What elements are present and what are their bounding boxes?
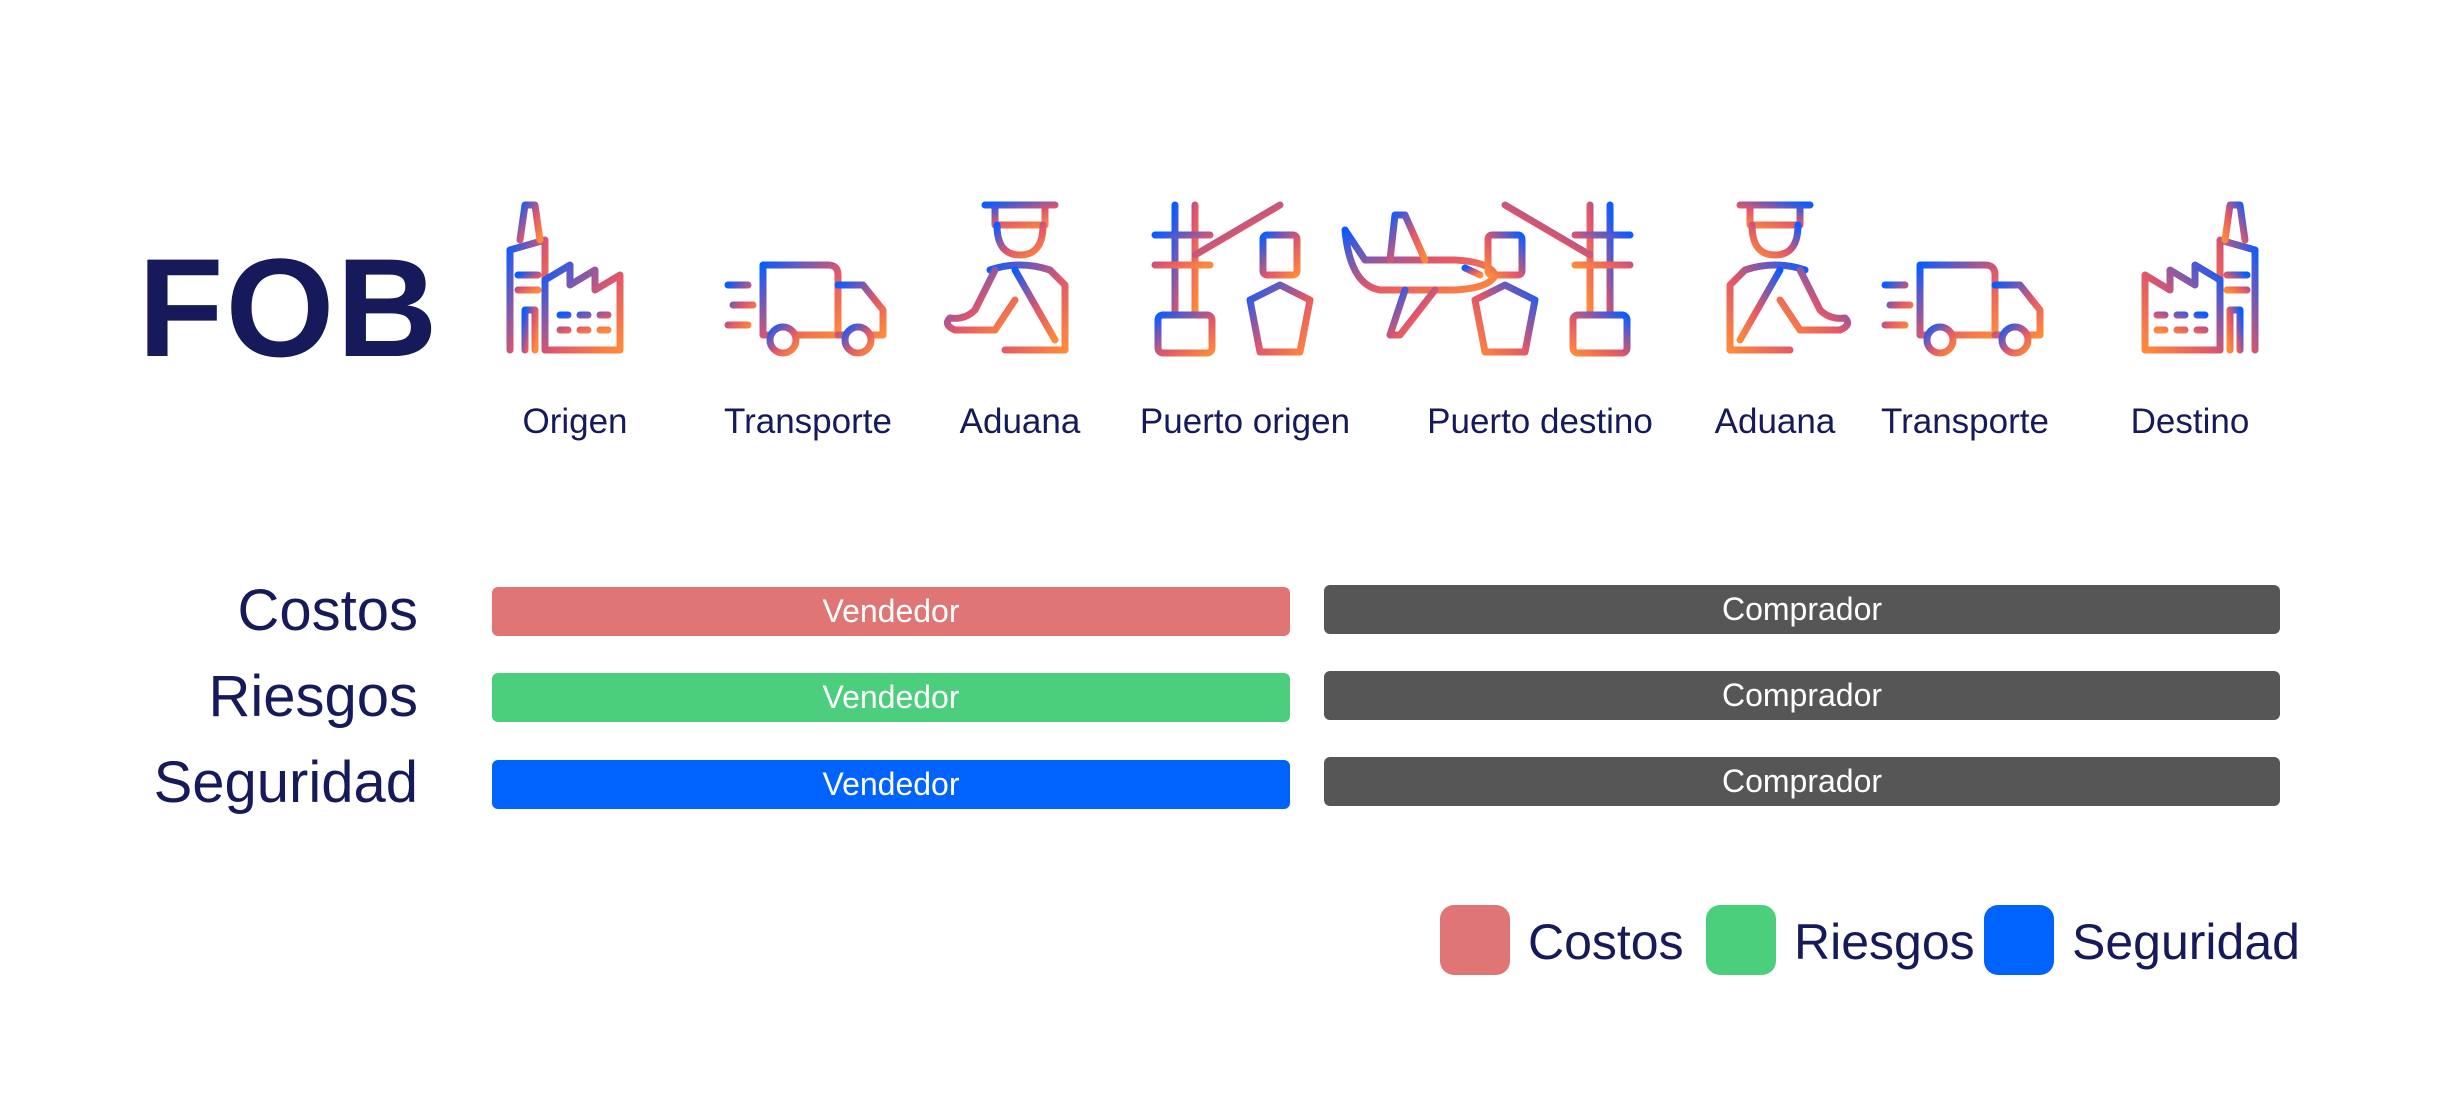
row-label-riesgos: Riesgos bbox=[208, 664, 418, 729]
legend-swatch bbox=[1706, 905, 1776, 975]
bar-riesgos-buyer: Comprador bbox=[1324, 671, 2280, 720]
truck-icon bbox=[724, 261, 887, 357]
stage-puerto-origen: Puerto origen bbox=[1125, 190, 1365, 450]
port-crane-icon bbox=[1151, 201, 1314, 357]
stage-aduana-2: Aduana bbox=[1655, 190, 1895, 450]
stage-label: Transporte bbox=[1881, 402, 2049, 441]
stage-destino: Destino bbox=[2070, 190, 2310, 450]
bar-riesgos-seller: Vendedor bbox=[492, 673, 1290, 722]
stage-label: Puerto destino bbox=[1427, 402, 1653, 441]
customs-officer-icon bbox=[1726, 201, 1852, 354]
stage-label: Destino bbox=[2130, 402, 2250, 441]
stage-airplane bbox=[1300, 190, 1540, 450]
bar-seguridad-buyer: Comprador bbox=[1324, 757, 2280, 806]
stage-label: Aduana bbox=[1714, 402, 1836, 441]
legend-label: Costos bbox=[1528, 914, 1684, 970]
bar-costos-buyer: Comprador bbox=[1324, 585, 2280, 634]
row-label-seguridad: Seguridad bbox=[153, 750, 418, 815]
factory-icon bbox=[2131, 201, 2269, 354]
stage-origen: Origen bbox=[455, 190, 695, 450]
truck-icon bbox=[1881, 261, 2044, 357]
stage-label: Transporte bbox=[724, 402, 892, 441]
legend-swatch bbox=[1440, 905, 1510, 975]
stage-label: Aduana bbox=[959, 402, 1081, 441]
factory-icon bbox=[496, 201, 634, 354]
bar-costos-seller: Vendedor bbox=[492, 587, 1290, 636]
legend-label: Seguridad bbox=[2072, 914, 2300, 970]
page-title: FOB bbox=[138, 229, 440, 386]
row-label-costos: Costos bbox=[237, 578, 418, 643]
airplane-icon bbox=[1341, 211, 1499, 339]
legend-label: Riesgos bbox=[1794, 914, 1975, 970]
stage-aduana-1: Aduana bbox=[900, 190, 1140, 450]
stage-transporte-2: Transporte bbox=[1845, 190, 2085, 450]
stage-label: Origen bbox=[522, 402, 628, 441]
customs-officer-icon bbox=[943, 201, 1069, 354]
legend-swatch bbox=[1984, 905, 2054, 975]
stage-transporte-1: Transporte bbox=[688, 190, 928, 450]
stage-label: Puerto origen bbox=[1139, 402, 1351, 441]
bar-seguridad-seller: Vendedor bbox=[492, 760, 1290, 809]
port-crane-icon bbox=[1471, 201, 1634, 357]
stage-puerto-destino: Puerto destino bbox=[1420, 190, 1660, 450]
